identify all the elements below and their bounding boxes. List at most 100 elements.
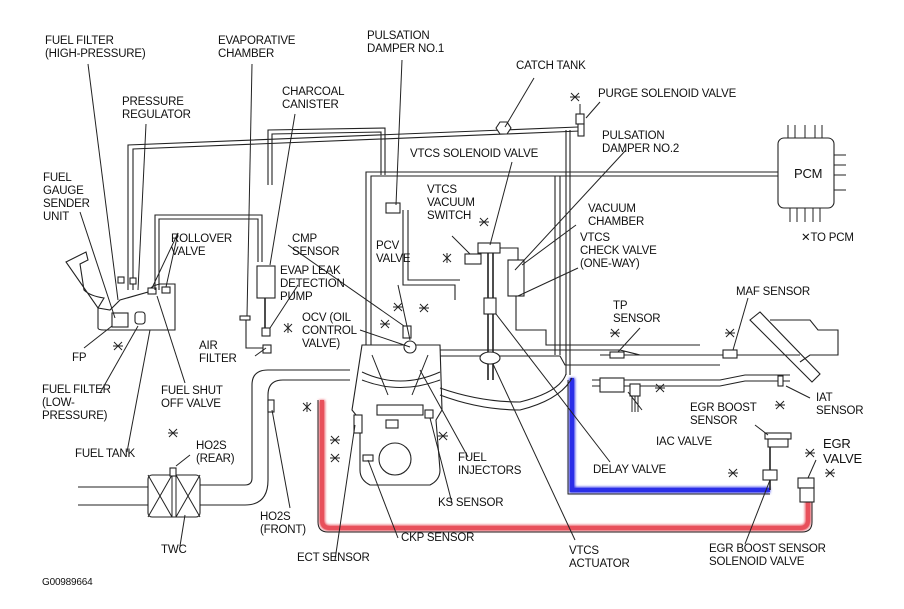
label-maf-sensor: MAF SENSOR <box>736 286 811 298</box>
label-ect-sensor: ECT SENSOR <box>297 552 370 564</box>
leader-lines <box>79 59 817 561</box>
label-line: (FRONT) <box>260 524 306 536</box>
label-iac-valve: IAC VALVE <box>656 436 712 448</box>
label-line: EVAP LEAK <box>280 265 341 277</box>
label-line: PUMP <box>280 291 313 303</box>
label-fp: FP <box>72 352 87 364</box>
label-ho2s-rear: HO2S(REAR) <box>196 440 235 466</box>
label-catch-tank: CATCH TANK <box>516 60 586 72</box>
pcm-connection-markers <box>113 92 835 478</box>
label-line: FUEL SHUT <box>161 385 223 397</box>
label-line: SENSOR <box>690 415 738 427</box>
label-line: PULSATION <box>367 30 430 42</box>
label-line: UNIT <box>43 211 70 223</box>
label-line: GAUGE <box>43 185 84 197</box>
label-purge-solenoid-valve: PURGE SOLENOID VALVE <box>598 88 737 100</box>
label-line: HO2S <box>196 440 227 452</box>
label-line: VALVE) <box>302 338 340 350</box>
label-delay-valve: DELAY VALVE <box>593 464 667 476</box>
label-line: ROLLOVER <box>171 233 233 245</box>
label-line: VALVE <box>376 253 411 265</box>
label-line: CHAMBER <box>588 216 645 228</box>
label-line: SENSOR <box>613 313 661 325</box>
label-line: VTCS <box>427 184 457 196</box>
label-line: SOLENOID VALVE <box>709 556 805 568</box>
evap-purge-line <box>127 126 581 375</box>
figure-id: G00989664 <box>42 577 93 588</box>
label-line: (REAR) <box>196 453 235 465</box>
label-line: PRESSURE <box>122 96 184 108</box>
vtcs-actuator-icon <box>479 351 501 365</box>
label-line: IAT <box>816 392 833 404</box>
label-line: AIR <box>199 340 218 352</box>
label-line: INJECTORS <box>458 465 522 477</box>
label-line: OFF VALVE <box>161 398 221 410</box>
label-line: HO2S <box>260 511 291 523</box>
label-line: FUEL <box>43 172 72 184</box>
label-line: CMP <box>292 233 317 245</box>
iat-sensor-icon <box>777 375 784 387</box>
to-pcm-marker-icon: ✕ <box>801 232 811 244</box>
label-line: FUEL FILTER <box>45 35 114 47</box>
label-line: (HIGH-PRESSURE) <box>45 48 146 60</box>
label-line: CHECK VALVE <box>580 245 657 257</box>
egr-hose-red <box>317 400 813 533</box>
label-line: VTCS <box>580 232 610 244</box>
label-line: ACTUATOR <box>569 558 630 570</box>
pcm-module <box>777 125 846 222</box>
label-line: TP <box>613 300 628 312</box>
label-line: EGR BOOST <box>690 402 757 414</box>
maf-sensor-icon <box>722 349 738 359</box>
label-line: CHARCOAL <box>282 86 345 98</box>
label-line: PRESSURE) <box>42 410 108 422</box>
evap-leak-detection-pump-icon <box>239 265 276 354</box>
label-line: CONTROL <box>302 325 357 337</box>
label-line: EGR <box>823 436 851 451</box>
label-line: DETECTION <box>280 278 345 290</box>
label-ckp-sensor: CKP SENSOR <box>401 532 475 544</box>
purge-solenoid-valve-icon <box>575 104 585 137</box>
label-line: OCV (OIL <box>302 312 351 324</box>
label-line: PULSATION <box>602 130 665 142</box>
tp-sensor-icon <box>609 351 625 359</box>
label-fuel-filter-high-pressure: FUEL FILTER(HIGH-PRESSURE) <box>45 35 146 61</box>
label-line: (ONE-WAY) <box>580 258 640 270</box>
label-line: CHAMBER <box>218 48 275 60</box>
pulsation-damper-1-icon <box>385 202 401 214</box>
label-fuel-tank: FUEL TANK <box>75 448 135 460</box>
label-line: FILTER <box>199 353 237 365</box>
label-line: TO PCM <box>810 232 854 244</box>
label-vtcs-solenoid-valve: VTCS SOLENOID VALVE <box>410 148 539 160</box>
label-line: EVAPORATIVE <box>218 35 296 47</box>
label-line: CANISTER <box>282 99 339 111</box>
label-line: EGR BOOST SENSOR <box>709 543 826 555</box>
label-line: SWITCH <box>427 210 472 222</box>
fuel-tank-icon <box>65 214 263 331</box>
label-fuel-filter-low-pressure: FUEL FILTER(LOW-PRESSURE) <box>42 384 111 423</box>
label-twc: TWC <box>161 544 187 556</box>
label-line: VACUUM <box>427 197 475 209</box>
label-line: VALVE <box>823 451 862 466</box>
